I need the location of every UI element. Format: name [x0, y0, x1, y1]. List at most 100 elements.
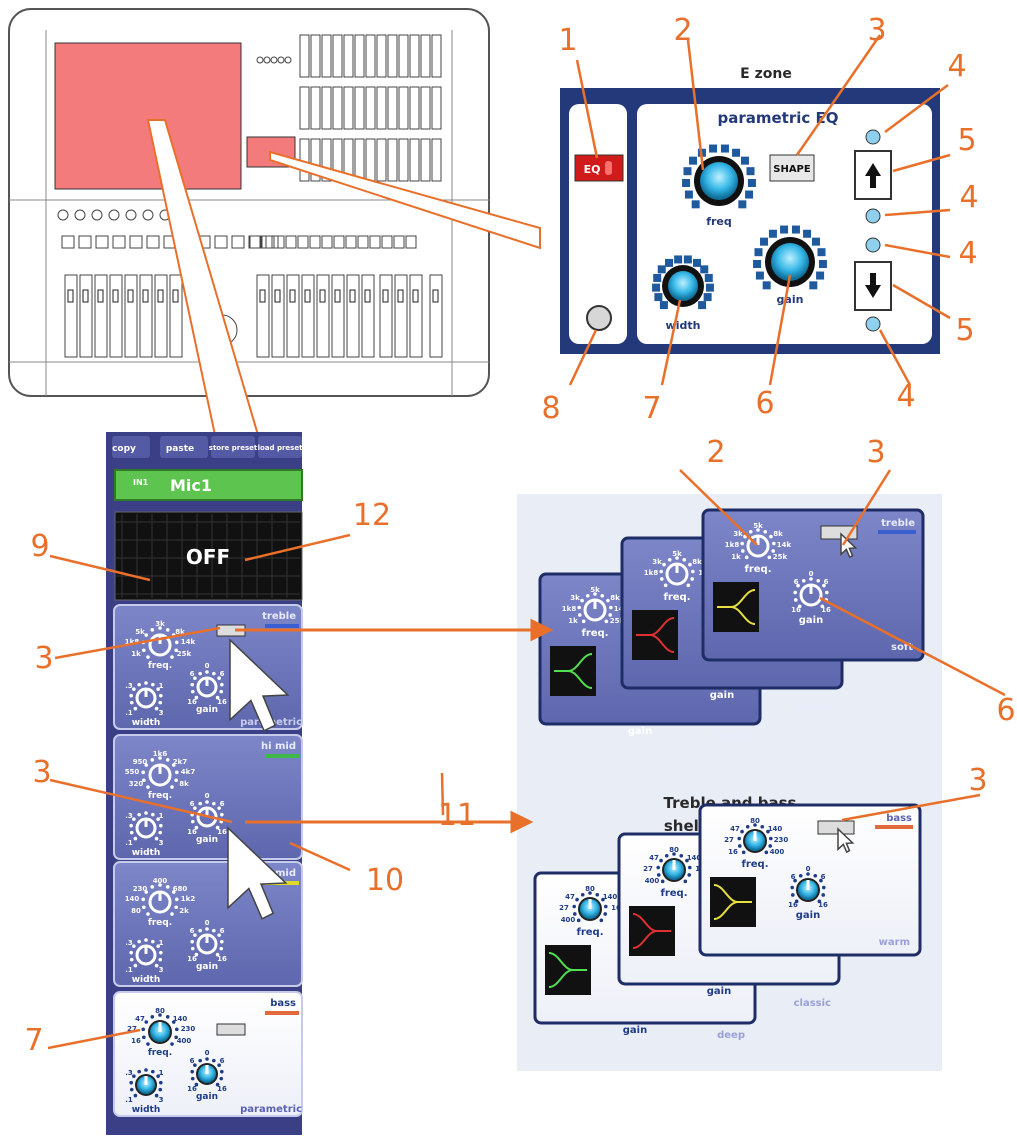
console-strip-module	[409, 86, 420, 130]
shape-button[interactable]	[216, 1023, 246, 1036]
console-fader-lane	[429, 274, 443, 358]
gain-tick: 16	[217, 828, 227, 836]
console-key	[333, 235, 345, 249]
callout: 4	[884, 49, 967, 134]
knob-dot	[190, 689, 195, 694]
led-indicator	[865, 208, 881, 224]
freq-label: freq.	[148, 791, 172, 801]
gain-label: gain	[623, 1025, 647, 1036]
knob-dot	[133, 836, 138, 841]
knob-dot	[769, 534, 773, 539]
console-fader-lane	[256, 274, 270, 358]
knob-dot	[156, 817, 160, 821]
console-fader-lane	[64, 274, 78, 358]
callout-number: 7	[24, 1023, 43, 1058]
knob-dot	[822, 885, 826, 890]
knob-pointer	[144, 688, 148, 697]
freq-tick: 140	[768, 825, 783, 833]
freq-tick: 5k	[672, 550, 682, 558]
console-knob	[74, 209, 86, 221]
freq-tick: 80	[585, 885, 595, 893]
console-strip-module	[299, 34, 310, 78]
width-knob-label: width	[666, 319, 701, 332]
console-fader-lane	[361, 274, 375, 358]
knob-dot	[797, 604, 802, 609]
width-knob[interactable]	[652, 255, 714, 310]
load-preset-button[interactable]	[258, 436, 302, 458]
knob-dot	[137, 682, 141, 687]
round-button[interactable]	[586, 305, 612, 331]
knob-dot	[129, 693, 133, 698]
knob-dot	[133, 706, 138, 711]
gain-tick: 6	[794, 578, 799, 586]
knob-dot	[215, 1082, 220, 1087]
callout: 2	[679, 435, 758, 546]
console-fader-lane	[169, 274, 183, 358]
console-knob	[125, 209, 137, 221]
mouse-cursor-icon	[840, 532, 858, 559]
arrow-up-icon	[865, 163, 881, 188]
console-fader-cap	[274, 289, 281, 303]
band-mode: parametric	[240, 1104, 302, 1115]
freq-tick: 80	[155, 1007, 165, 1015]
shape-button[interactable]	[817, 820, 855, 835]
freq-tick: 1k	[131, 650, 141, 658]
freq-tick: 47	[565, 893, 575, 901]
card-mode: bright	[715, 731, 750, 742]
callout: 2	[673, 13, 705, 171]
eq-status: OFF	[186, 545, 230, 569]
knob-dot	[190, 946, 195, 951]
console-strip-module	[431, 138, 442, 182]
up-arrow-button[interactable]	[854, 150, 892, 200]
copy-button[interactable]	[112, 436, 150, 458]
freq-tick: 400	[177, 1037, 192, 1045]
knob-dot	[771, 549, 776, 553]
knob-tick	[746, 167, 755, 176]
knob-tick	[705, 283, 714, 292]
gain-tick: 0	[205, 1049, 210, 1057]
knob-dot	[683, 879, 688, 884]
band-name: treble	[262, 611, 296, 622]
knob-dot	[687, 873, 692, 877]
callout-number: 3	[34, 641, 53, 676]
console-fader-cap	[289, 289, 296, 303]
knob-dot	[158, 883, 162, 887]
knob-dot	[154, 836, 159, 841]
knob-dot	[141, 1027, 146, 1032]
knob-dot	[659, 569, 663, 574]
freq-knob[interactable]	[682, 144, 756, 209]
knob-dot	[588, 891, 592, 895]
callout: 7	[642, 299, 682, 426]
knob-tick	[683, 167, 692, 176]
knob-dot	[190, 1076, 195, 1081]
knob-dot	[825, 590, 829, 595]
console-key	[393, 235, 405, 249]
down-arrow-button[interactable]	[854, 261, 892, 311]
width-label: width	[132, 975, 161, 985]
gain-knob[interactable]	[753, 225, 827, 290]
console-strip-module	[299, 86, 310, 130]
knob-dot	[740, 541, 744, 546]
knob-dot	[793, 590, 797, 595]
store-preset-button[interactable]	[211, 436, 255, 458]
callout-number: 10	[366, 863, 404, 898]
freq-knob-label: freq	[706, 215, 732, 228]
width-tick: 3	[159, 1096, 164, 1104]
callout: 9	[30, 529, 151, 582]
paste-button[interactable]	[160, 436, 208, 458]
console-strip-module	[343, 34, 354, 78]
gain-label: gain	[196, 705, 218, 715]
shape-button[interactable]: SHAPE	[769, 154, 815, 182]
knob-dot	[806, 872, 810, 876]
freq-tick: 3k	[652, 558, 662, 566]
freq-label: freq.	[744, 564, 771, 575]
knob-dot	[215, 825, 220, 830]
knob-dot	[198, 801, 202, 806]
callout: 4	[884, 236, 978, 271]
eq-button[interactable]: EQ	[574, 154, 624, 182]
console-key	[381, 235, 393, 249]
knob-dot	[141, 897, 146, 902]
knob-tick	[732, 148, 741, 157]
